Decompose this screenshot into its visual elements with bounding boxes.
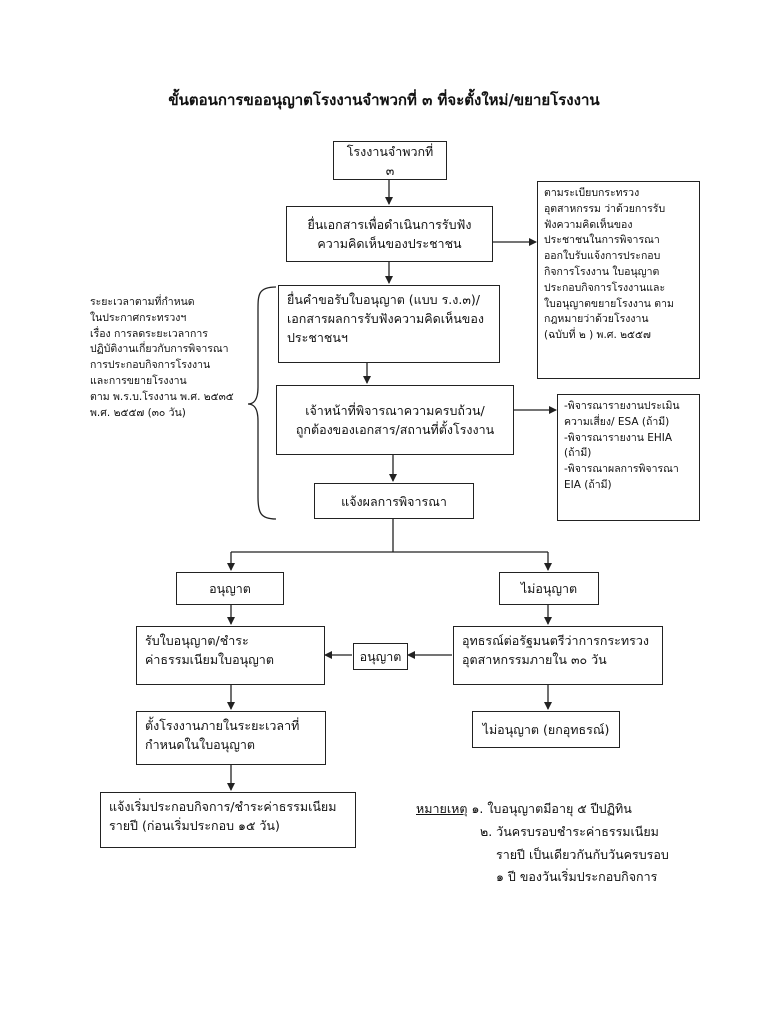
notify-result-box: แจ้งผลการพิจารณา [314,483,474,519]
appeal-permit-box: อนุญาต [353,643,408,670]
appeal-box: อุทธรณ์ต่อรัฐมนตรีว่าการกระทรวง อุตสาหกร… [453,626,663,685]
officer-review-box: เจ้าหน้าที่พิจารณาความครบถ้วน/ ถูกต้องขอ… [276,385,514,455]
submit-hearing-box: ยื่นเอกสารเพื่อดำเนินการรับฟัง ความคิดเห… [286,206,493,262]
review-reports-box: -พิจารณารายงานประเมิน ความเสี่ยง/ ESA (ถ… [557,394,700,521]
factory-type-box: โรงงานจำพวกที่ ๓ [333,141,447,180]
build-factory-box: ตั้งโรงงานภายในระยะเวลาที่ กำหนดในใบอนุญ… [136,711,326,765]
remarks-line-1: หมายเหตุ ๑. ใบอนุญาตมีอายุ ๕ ปีปฏิทิน [416,798,632,819]
regulation-note-box: ตามระเบียบกระทรวง อุตสาหกรรม ว่าด้วยการร… [537,181,700,379]
remarks-label: หมายเหตุ [416,801,468,816]
submit-application-box: ยื่นคำขอรับใบอนุญาต (แบบ ร.ง.๓)/ เอกสารผ… [278,285,500,363]
timeline-side-note: ระยะเวลาตามที่กำหนด ในประกาศกระทรวงฯ เรื… [90,296,234,419]
page-title: ขั้นตอนการขออนุญาตโรงงานจำพวกที่ ๓ ที่จะ… [168,91,600,109]
permit-box: อนุญาต [176,572,284,605]
remarks-item-2-cont-2: ๑ ปี ของวันเริ่มประกอบกิจการ [496,869,658,884]
not-permit-box: ไม่อนุญาต [499,572,599,605]
timeline-brace [247,286,277,520]
remarks-item-2: ๒. วันครบรอบชำระค่าธรรมเนียม [480,824,659,839]
remarks-item-1: ๑. ใบอนุญาตมีอายุ ๕ ปีปฏิทิน [471,801,632,816]
start-operation-box: แจ้งเริ่มประกอบกิจการ/ชำระค่าธรรมเนียม ร… [100,792,356,848]
appeal-reject-box: ไม่อนุญาต (ยกอุทธรณ์) [472,711,620,748]
receive-license-box: รับใบอนุญาต/ชำระ ค่าธรรมเนียมใบอนุญาต [136,626,325,685]
remarks-item-2-cont-1: รายปี เป็นเดียวกันกับวันครบรอบ [496,847,669,862]
